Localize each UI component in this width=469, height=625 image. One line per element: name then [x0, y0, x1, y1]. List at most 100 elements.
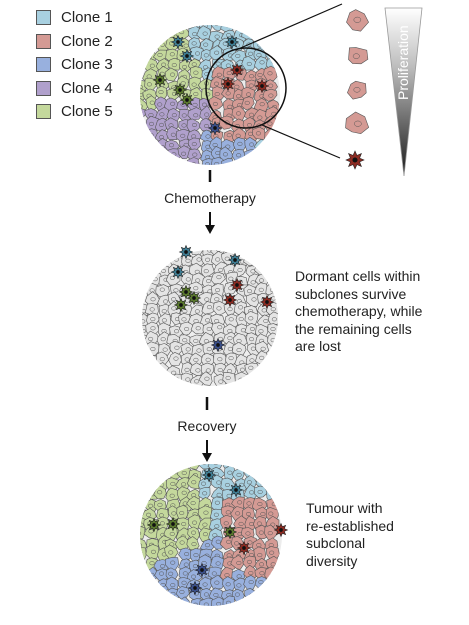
proliferation-gradient — [384, 7, 423, 177]
zoom-circle — [205, 47, 287, 129]
cell-nucleus — [224, 482, 230, 487]
cell-nucleus — [203, 510, 209, 515]
cell-nucleus — [140, 543, 143, 548]
cell-nucleus — [225, 144, 231, 149]
legend-swatch-clone-2 — [36, 33, 51, 49]
cell-nucleus — [181, 113, 187, 118]
cell-nucleus — [181, 490, 187, 495]
lost-cell — [200, 263, 215, 279]
lost-cell — [190, 321, 206, 335]
cell-nucleus — [191, 142, 197, 147]
cell-nucleus — [260, 512, 266, 517]
cell-nucleus — [246, 61, 252, 66]
legend-item-clone-2: Clone 2 — [36, 30, 113, 54]
legend: Clone 1 Clone 2 Clone 3 Clone 4 Clone 5 — [36, 6, 113, 124]
cell-nucleus — [211, 571, 217, 576]
cell-nucleus — [216, 306, 222, 311]
cell-nucleus — [146, 82, 152, 87]
cell-nucleus — [238, 317, 244, 322]
cell-nucleus — [234, 84, 240, 89]
proliferation-cells — [345, 9, 370, 170]
cell-nucleus — [267, 531, 273, 536]
cell-nucleus — [247, 540, 253, 545]
cell-nucleus — [148, 503, 154, 508]
cell-nucleus — [213, 464, 219, 466]
cell-nucleus — [245, 531, 251, 536]
cell-nucleus — [182, 571, 188, 576]
tumour-cell — [241, 27, 255, 40]
cell-nucleus — [228, 276, 234, 281]
dormant-cell-nucleus — [158, 78, 162, 82]
tumour-line-2: re-established — [306, 517, 394, 534]
cell-nucleus — [169, 493, 175, 498]
proliferation-label: Proliferation — [395, 25, 411, 100]
cell-nucleus — [238, 377, 244, 382]
cell-nucleus — [203, 269, 209, 274]
cell-nucleus — [146, 55, 152, 60]
cell-nucleus — [259, 102, 265, 107]
cell-nucleus — [248, 257, 254, 262]
cell-nucleus — [193, 91, 199, 96]
cell-nucleus — [248, 571, 254, 576]
cell-nucleus — [247, 470, 253, 475]
cell-nucleus — [206, 279, 212, 284]
dormant-annotation: Dormant cells within subclones survive c… — [295, 268, 422, 356]
cell-nucleus — [182, 338, 188, 343]
cell-nucleus — [203, 124, 209, 129]
cell-nucleus — [185, 347, 191, 352]
cell-nucleus — [245, 30, 251, 35]
cell-nucleus — [217, 357, 223, 362]
cell-nucleus — [236, 94, 242, 99]
cell-nucleus — [202, 31, 208, 36]
post-chemo-tumour — [142, 250, 278, 386]
cell-nucleus — [267, 71, 273, 76]
tumour-cell — [241, 55, 258, 71]
dormant-cell-nucleus — [265, 300, 269, 304]
cell-nucleus — [203, 42, 209, 47]
cell-nucleus — [259, 60, 265, 65]
cell-nucleus — [161, 318, 167, 323]
cell-nucleus — [150, 346, 156, 351]
cell-nucleus — [244, 100, 250, 105]
proliferating-cell — [347, 80, 367, 100]
legend-item-clone-4: Clone 4 — [36, 77, 113, 101]
cell-nucleus — [170, 481, 176, 486]
cell-nucleus — [194, 309, 200, 314]
cell-nucleus — [271, 317, 277, 322]
cell-nucleus — [202, 582, 208, 587]
cell-nucleus — [194, 250, 200, 251]
cell-nucleus — [259, 562, 265, 567]
cell-nucleus — [228, 356, 234, 361]
cell-nucleus — [170, 560, 176, 565]
cell-nucleus — [259, 278, 264, 283]
tumour-cell — [262, 88, 278, 102]
tumour-cell — [143, 128, 159, 143]
cell-nucleus — [239, 367, 245, 372]
cell-nucleus — [181, 123, 187, 128]
recovery-arrow — [202, 397, 212, 462]
cell-nucleus — [259, 571, 265, 576]
cell-nucleus — [203, 592, 209, 597]
cell-nucleus — [172, 470, 178, 475]
cell-nucleus — [140, 513, 142, 518]
cell-nucleus — [149, 100, 155, 105]
cell-nucleus — [202, 491, 208, 496]
cell-nucleus — [270, 562, 276, 567]
cell-nucleus — [215, 288, 221, 293]
legend-label-clone-4: Clone 4 — [61, 79, 113, 97]
dormant-cell-nucleus — [184, 290, 188, 294]
cell-nucleus — [225, 510, 231, 515]
dormant-cell-nucleus — [207, 473, 211, 477]
cell-nucleus — [234, 541, 240, 546]
cell-nucleus — [191, 62, 197, 67]
dormant-cell-nucleus — [233, 258, 237, 262]
tumour-cell — [243, 149, 258, 163]
cell-nucleus — [195, 326, 201, 331]
cell-nucleus — [171, 306, 177, 311]
cell-nucleus — [213, 593, 219, 598]
cell-nucleus — [248, 153, 254, 158]
lost-cell — [198, 371, 213, 386]
cell-nucleus — [257, 553, 263, 558]
cell-nucleus — [256, 53, 262, 58]
cell-nucleus — [181, 602, 187, 606]
